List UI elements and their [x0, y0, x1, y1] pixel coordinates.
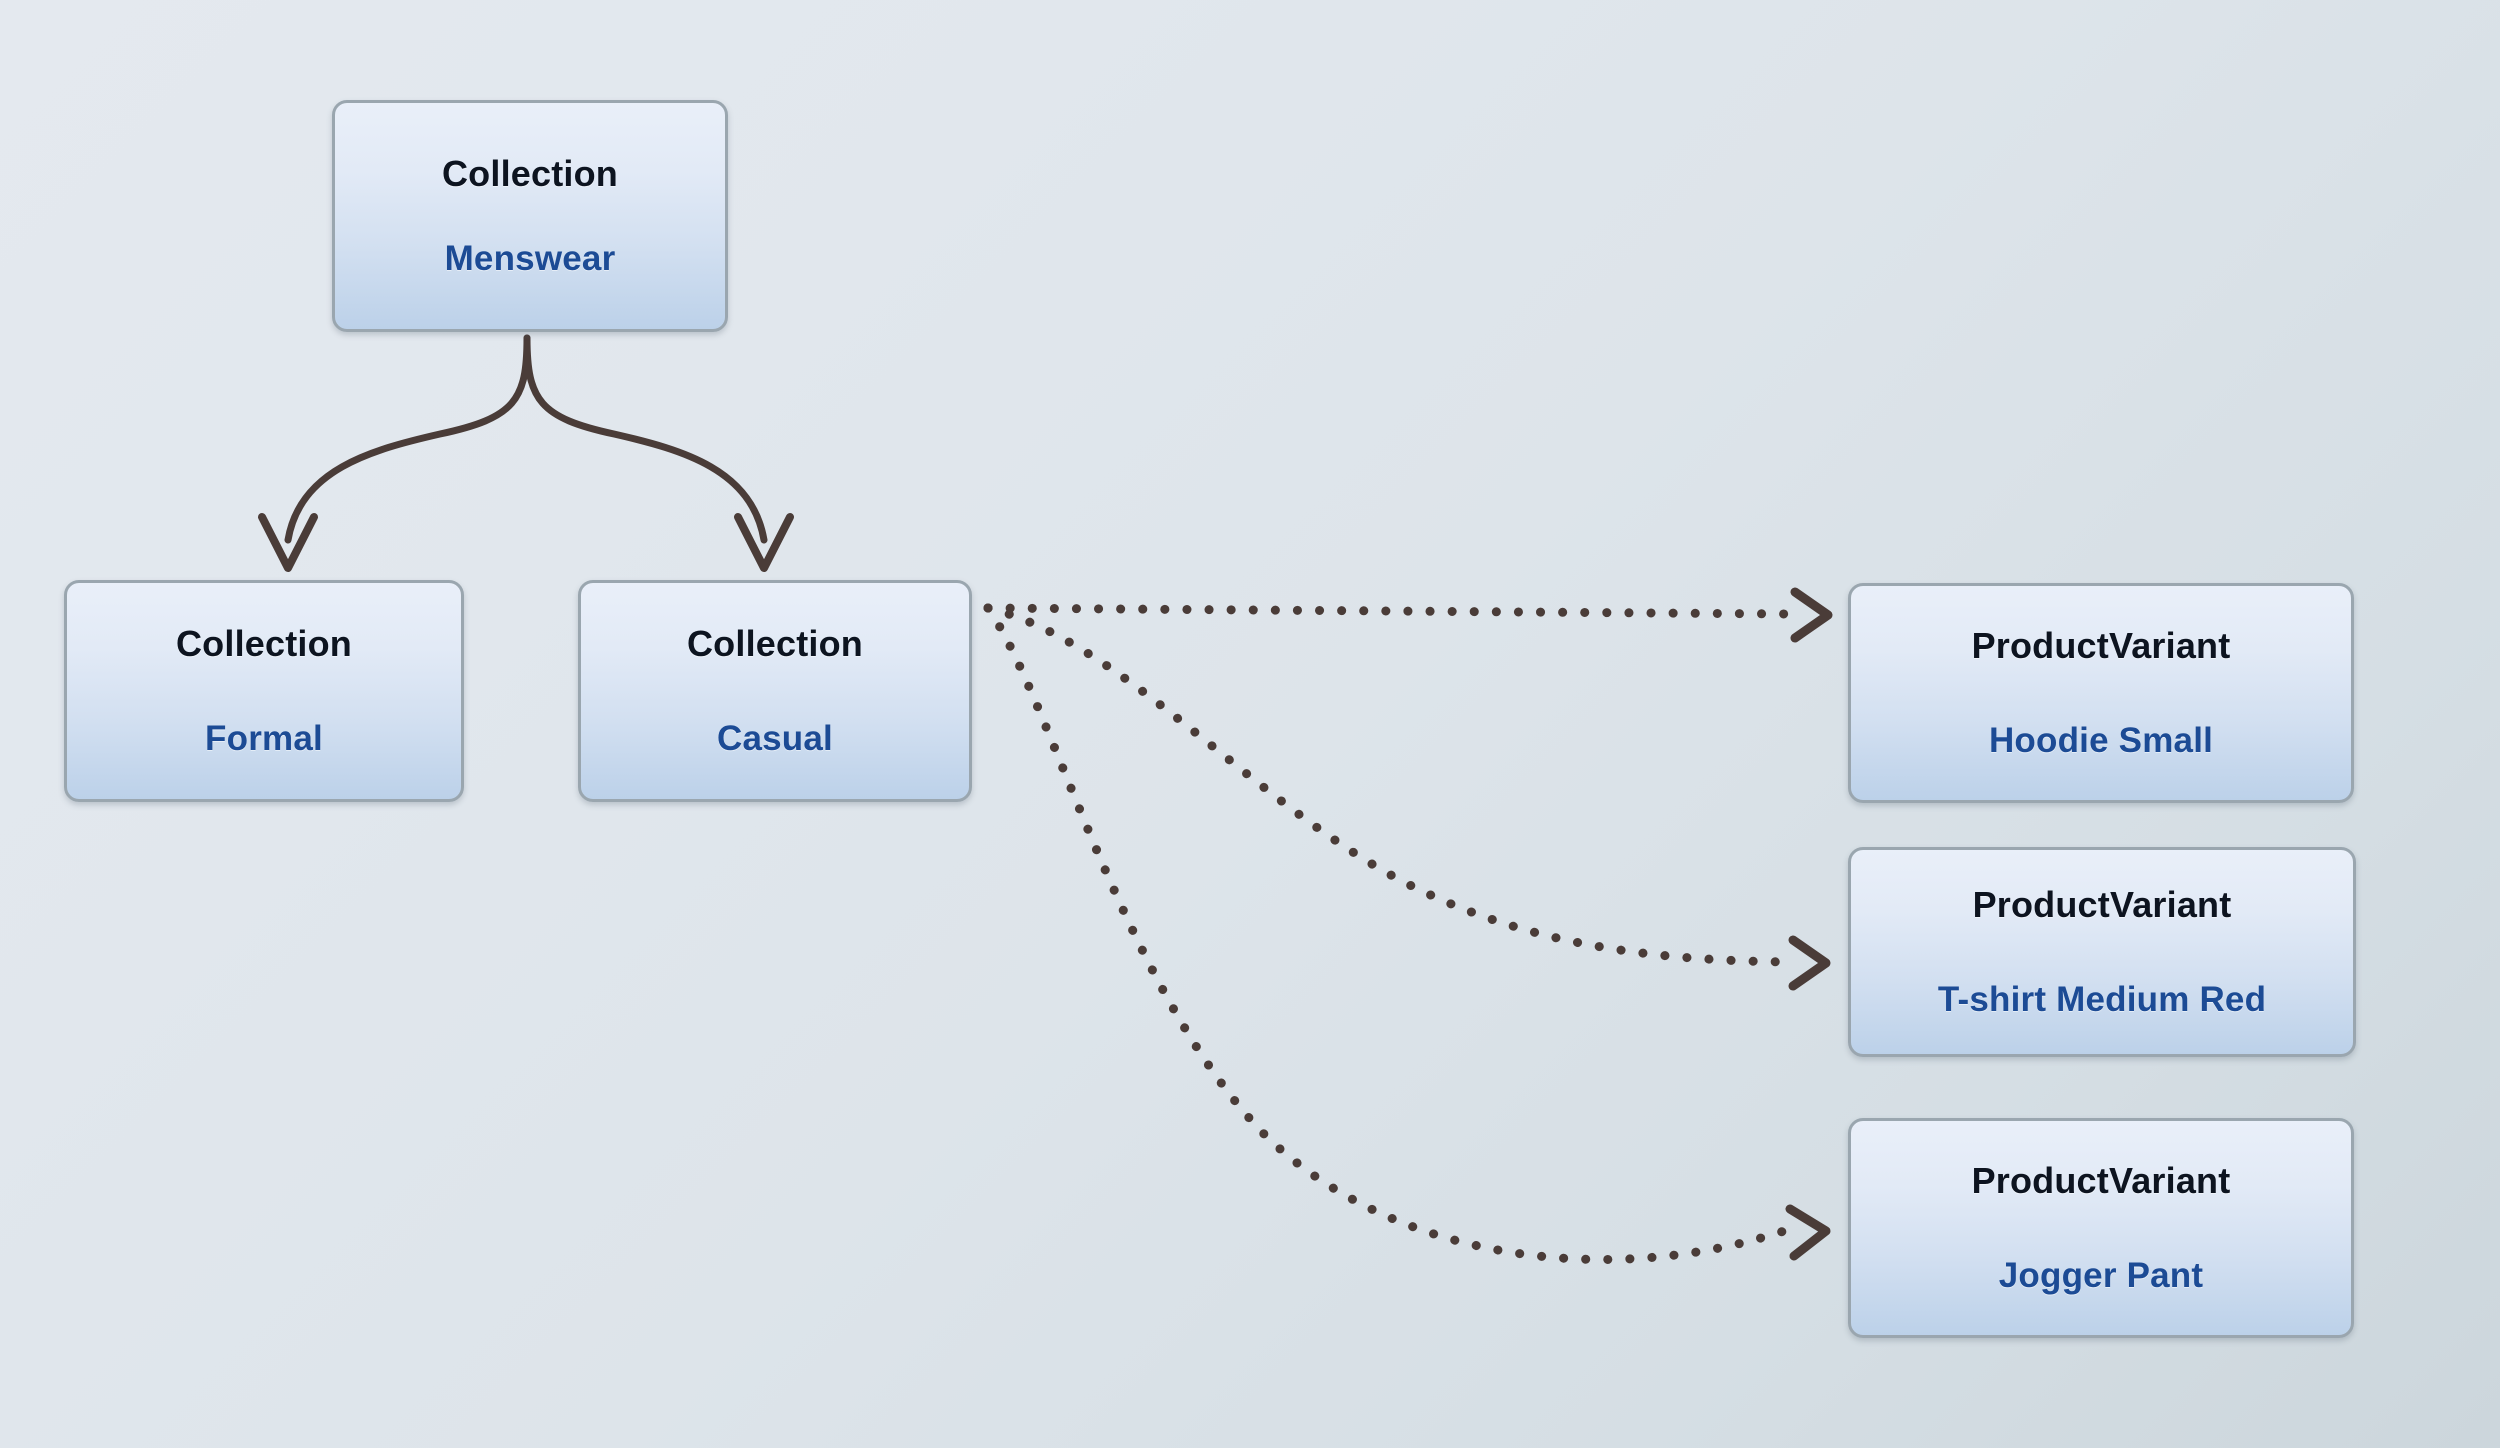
node-name-label: T-shirt Medium Red — [1937, 980, 2267, 1019]
node-type-label: Collection — [686, 623, 863, 664]
node-productvariant-hoodie-small[interactable]: ProductVariant Hoodie Small — [1848, 583, 2354, 803]
edge-menswear-casual — [523, 334, 794, 572]
node-collection-formal[interactable]: Collection Formal — [64, 580, 464, 802]
node-name-label: Casual — [717, 719, 833, 758]
edge-menswear-formal — [258, 334, 531, 572]
node-type-label: Collection — [441, 153, 618, 194]
node-type-label: Collection — [175, 623, 352, 664]
node-collection-menswear[interactable]: Collection Menswear — [332, 100, 728, 332]
edge-casual-hoodie — [983, 587, 1833, 643]
node-name-label: Hoodie Small — [1988, 721, 2214, 760]
node-collection-casual[interactable]: Collection Casual — [578, 580, 972, 802]
node-type-label: ProductVariant — [1972, 884, 2232, 925]
node-productvariant-jogger-pant[interactable]: ProductVariant Jogger Pant — [1848, 1118, 2354, 1338]
edge-casual-tshirt — [983, 603, 1831, 991]
node-name-label: Formal — [205, 719, 323, 758]
node-type-label: ProductVariant — [1971, 625, 2231, 666]
node-name-label: Menswear — [444, 239, 616, 278]
edge-casual-jogger — [983, 603, 1831, 1264]
node-productvariant-tshirt-medium-red[interactable]: ProductVariant T-shirt Medium Red — [1848, 847, 2356, 1057]
node-name-label: Jogger Pant — [1998, 1256, 2204, 1295]
node-type-label: ProductVariant — [1971, 1160, 2231, 1201]
